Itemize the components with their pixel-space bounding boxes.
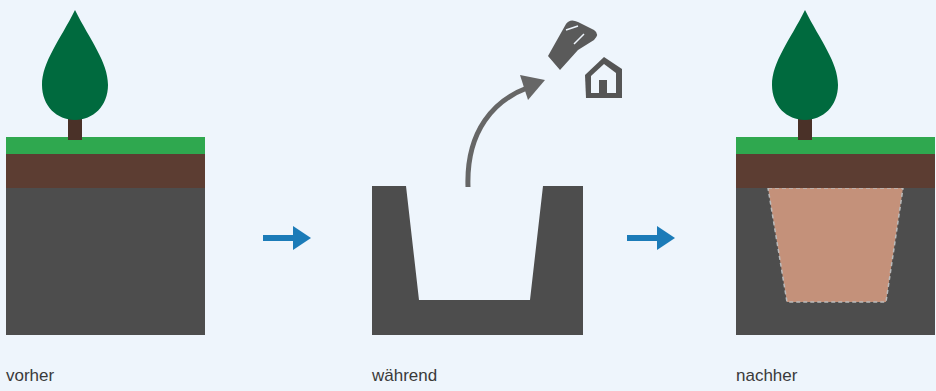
excavation-pit xyxy=(372,75,583,335)
soil-before xyxy=(6,10,205,335)
soil-after xyxy=(736,10,935,335)
stage-label: vorher xyxy=(6,366,54,386)
step-arrow xyxy=(263,226,311,250)
stage-label: nachher xyxy=(736,366,797,386)
road-house-icon xyxy=(548,20,622,98)
step-arrow xyxy=(627,226,675,250)
stage-label: während xyxy=(372,366,437,386)
